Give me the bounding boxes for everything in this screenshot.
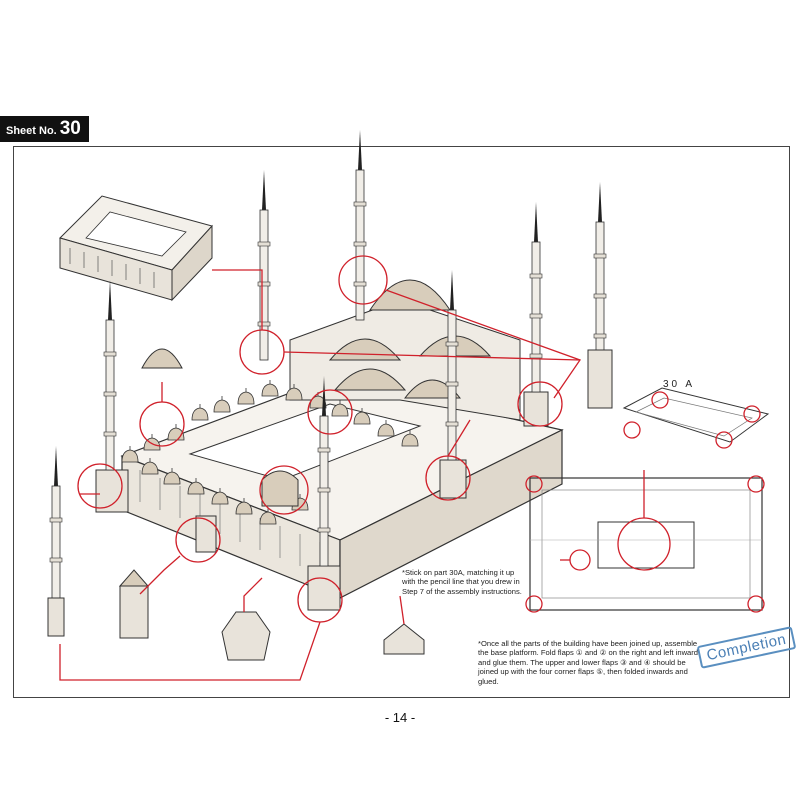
sheet-label: Sheet No. [6,125,57,137]
stick-on-note: *Stick on part 30A, matching it up with … [402,568,522,596]
part-30a-label: 30 A [663,379,696,390]
sheet-number-tab: Sheet No. 30 [0,116,89,142]
sheet-number: 30 [59,118,81,139]
mosque-model [95,129,564,611]
base-platform-part-30a [529,387,770,611]
courtyard-preview-model [59,195,213,302]
diagram-frame [13,146,790,698]
assembly-note: *Once all the parts of the building have… [478,639,699,686]
page-number: - 14 - [384,710,416,725]
loose-parts [47,181,613,661]
callout-markers [59,255,765,681]
